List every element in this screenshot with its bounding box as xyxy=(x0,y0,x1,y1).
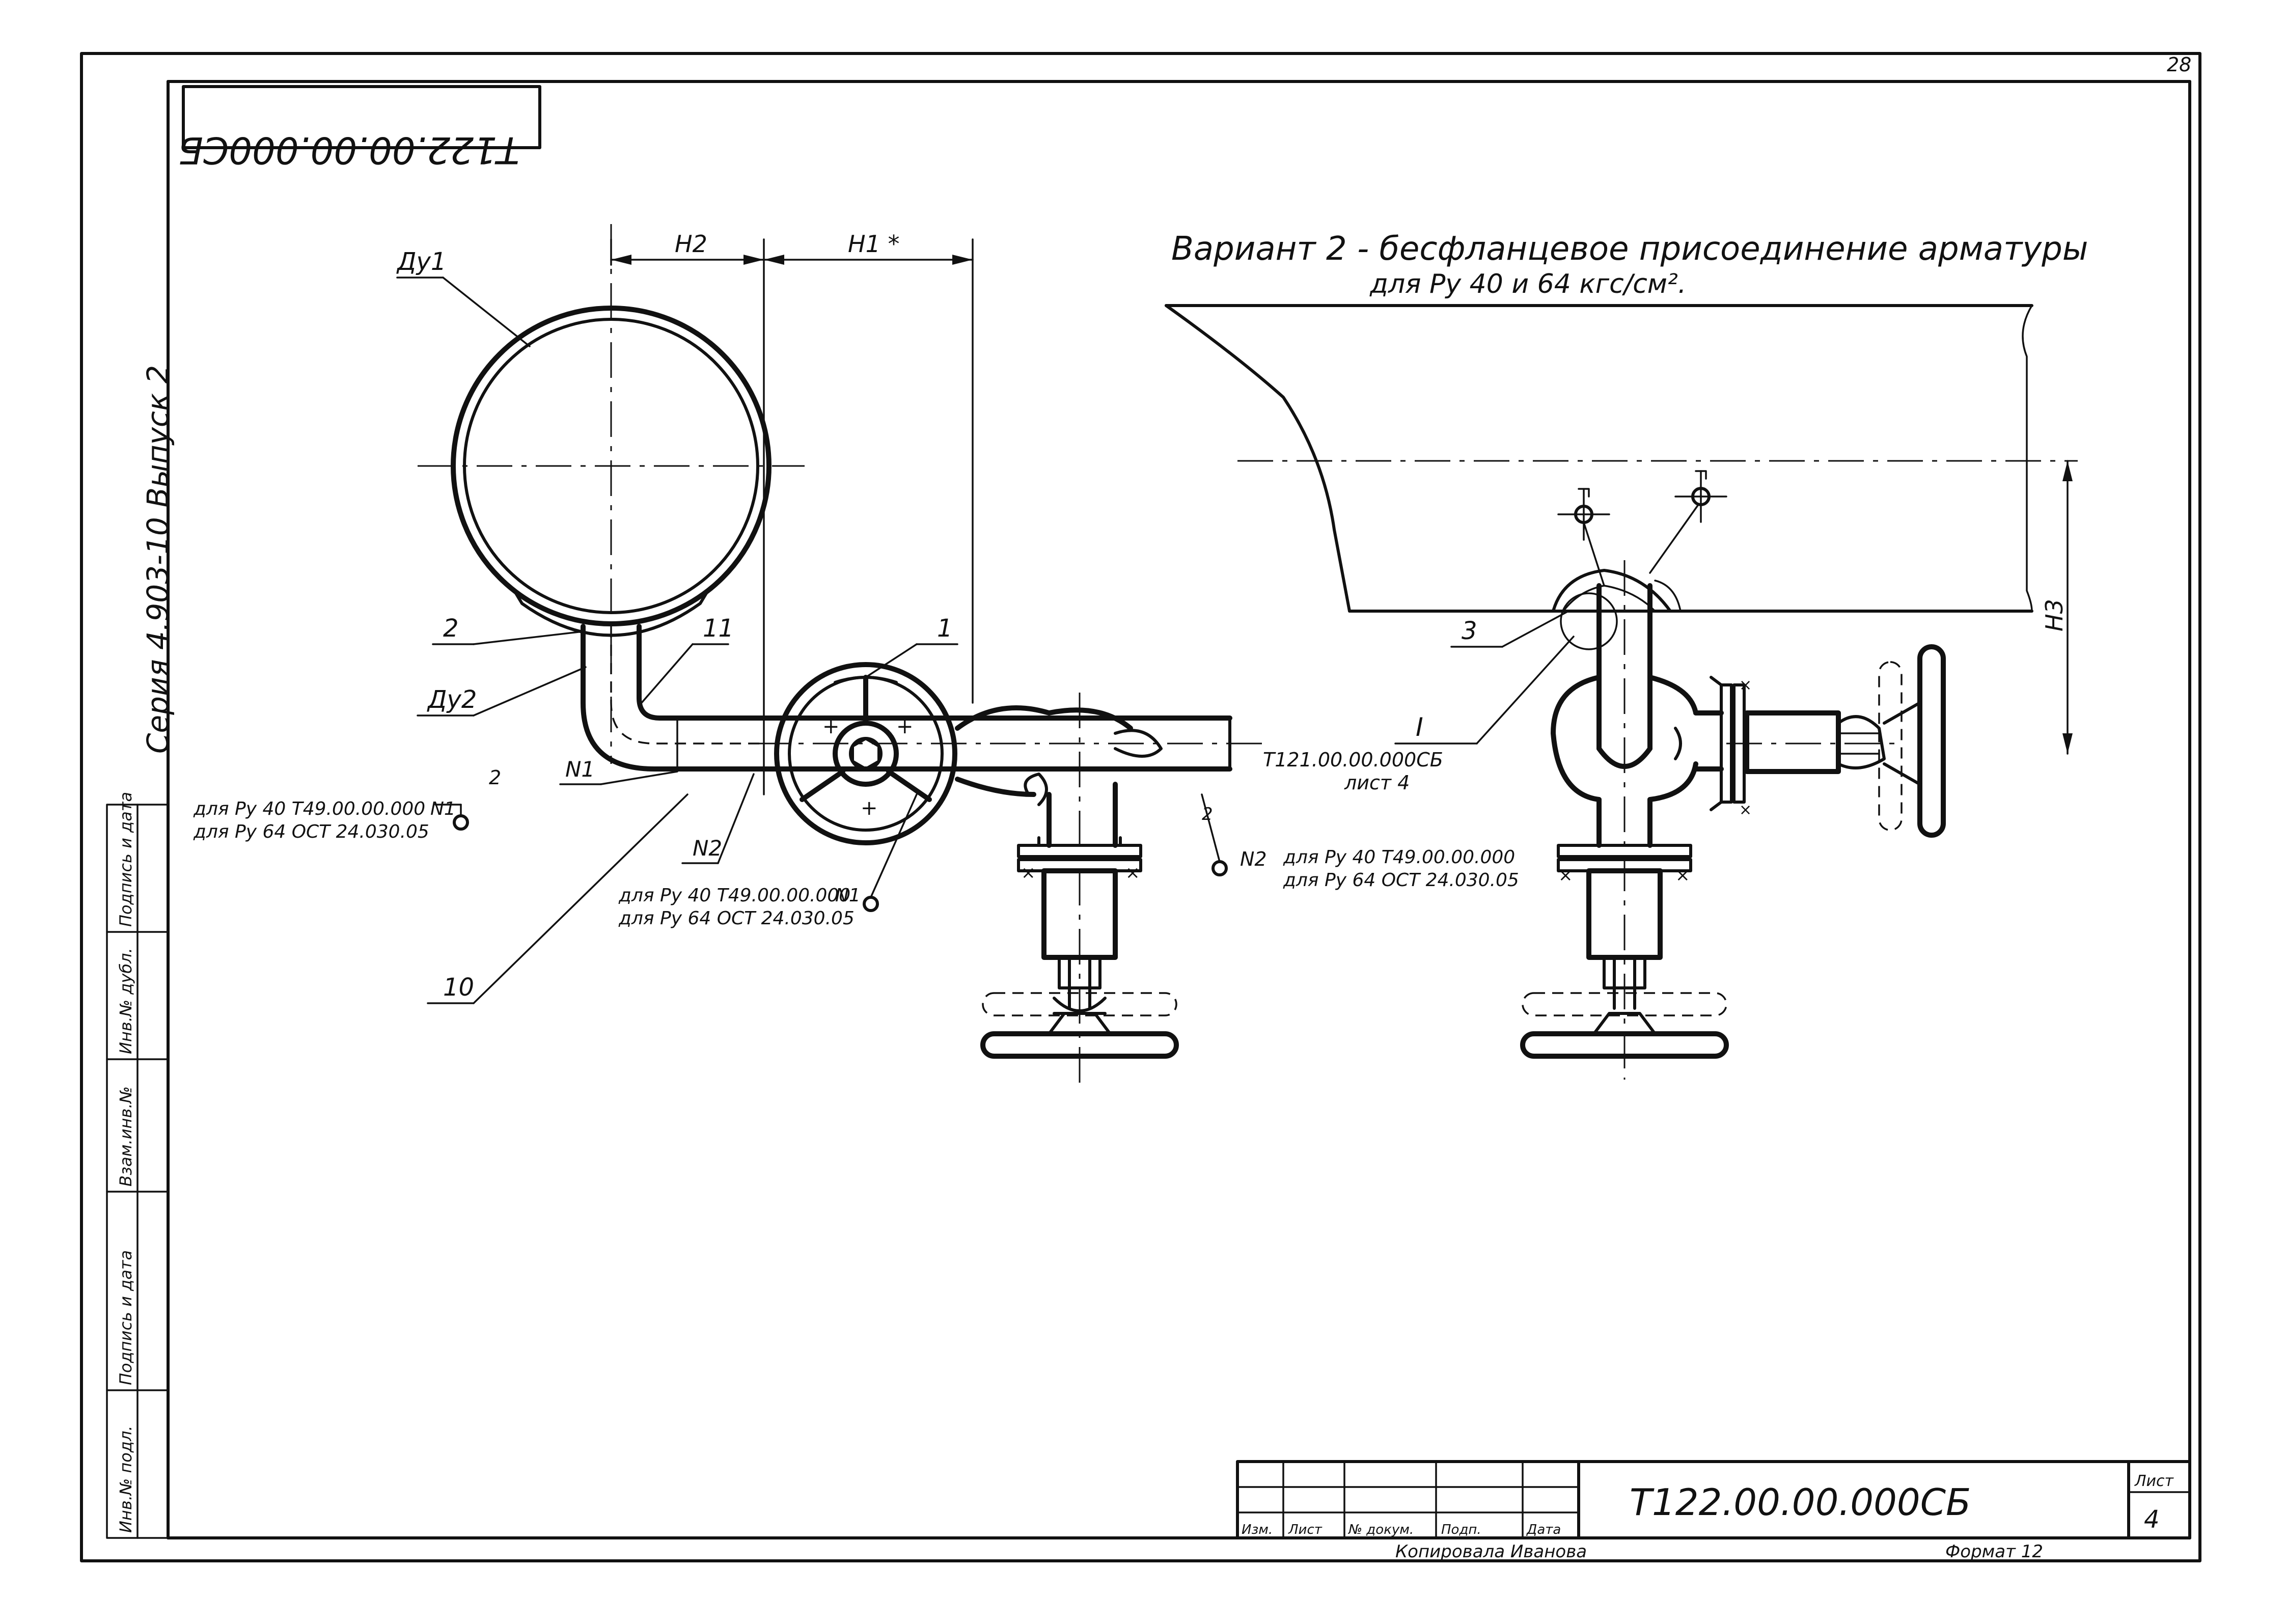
label-pos2: 2 xyxy=(443,614,459,643)
stamp-podpis-1: Подпись и дата xyxy=(116,1250,135,1385)
series-text: Серия 4.903-10 Выпуск 2 xyxy=(141,365,175,754)
ref-sheet: лист 4 xyxy=(1344,772,1410,794)
note2-line1: для Ру 40 Т49.00.00.000 xyxy=(618,885,850,906)
note1-n1: N1 xyxy=(430,799,456,819)
stamp-podpis-2: Подпись и дата xyxy=(116,792,135,927)
rotated-code: Т122.00.00.000СБ xyxy=(178,129,519,172)
tb-col-izm: Изм. xyxy=(1242,1522,1273,1537)
svg-text:N1: N1 xyxy=(835,885,861,906)
note1-line2: для Ру 64 ОСТ 24.030.05 xyxy=(193,821,429,842)
label-pos10: 10 xyxy=(443,973,474,1002)
svg-text:×: × xyxy=(1558,865,1573,886)
stamp-vzam-inv: Взам.инв.№ xyxy=(116,1086,135,1187)
tb-col-list: Лист xyxy=(1288,1522,1323,1537)
page-number: 28 xyxy=(2167,53,2191,76)
tb-col-data: Дата xyxy=(1526,1522,1561,1537)
lower-flange-1 xyxy=(1017,844,1142,858)
label-pos11: 11 xyxy=(703,614,734,643)
variant-title: Вариант 2 - бесфланцевое присоединение а… xyxy=(1171,230,2088,268)
label-n2-right: N2 xyxy=(1240,848,1267,870)
elbow-outer xyxy=(581,624,766,772)
label-du1: Ду1 xyxy=(396,247,446,276)
label-small2-left: 2 xyxy=(489,766,501,789)
handwheel-dashed xyxy=(982,992,1177,1016)
right-lower-flange-1 xyxy=(1557,844,1692,858)
note3-line1: для Ру 40 Т49.00.00.000 xyxy=(1283,847,1515,868)
note1-line1: для Ру 40 Т49.00.00.000 xyxy=(193,799,425,819)
stamp-inv-podl: Инв.№ подл. xyxy=(116,1425,135,1533)
lower-handwheel xyxy=(980,1031,1179,1059)
handwheel-hub xyxy=(833,721,899,787)
svg-text:×: × xyxy=(1021,863,1036,883)
label-du2: Ду2 xyxy=(427,685,477,714)
svg-text:+: + xyxy=(822,715,840,738)
variant-subtitle: для Ру 40 и 64 кгс/см². xyxy=(1369,269,1686,299)
svg-text:+: + xyxy=(861,796,878,820)
ref-code: Т121.00.00.000СБ xyxy=(1263,749,1443,771)
outer-frame xyxy=(80,52,2201,1562)
stamp-inv-dubl: Инв.№ дубл. xyxy=(116,948,135,1054)
label-n1-left: N1 xyxy=(565,757,595,782)
label-pos1: 1 xyxy=(937,614,953,643)
vessel-wall-left xyxy=(1165,304,1351,613)
side-handwheel-dashed xyxy=(1878,661,1903,831)
title-block: Изм. Лист № докум. Подп. Дата Т122.00.00… xyxy=(1236,1460,2191,1562)
rotated-code-box xyxy=(182,85,541,149)
note3-line2: для Ру 64 ОСТ 24.030.05 xyxy=(1283,870,1519,891)
tee-body-top xyxy=(955,705,1133,731)
tb-code: Т122.00.00.000СБ xyxy=(1630,1481,1971,1524)
section-mark: I xyxy=(1416,712,1423,742)
label-small2-right: 2 xyxy=(1202,804,1213,824)
dim-h3: Н3 xyxy=(2041,599,2068,631)
svg-text:×: × xyxy=(1125,863,1140,883)
tee-body-bottom xyxy=(955,777,1036,797)
elbow-inner xyxy=(637,624,766,721)
dim-h1: Н1 * xyxy=(848,230,899,258)
svg-text:×: × xyxy=(1739,801,1752,819)
note2-line2: для Ру 64 ОСТ 24.030.05 xyxy=(618,908,855,929)
elbow-axis xyxy=(610,626,764,745)
tb-copied: Копировала Иванова xyxy=(1395,1542,1587,1562)
tb-sheet-num: 4 xyxy=(2144,1505,2160,1534)
saddle-pad xyxy=(513,589,709,637)
handwheel-nut xyxy=(851,737,880,770)
left-view: + + + × × Н2 Н1 * xyxy=(193,224,1519,1090)
side-stamp: Инв.№ подл. Подпись и дата Взам.инв.№ Ин… xyxy=(106,792,169,1539)
tb-col-podp: Подп. xyxy=(1441,1522,1481,1537)
tb-format: Формат 12 xyxy=(1945,1542,2043,1562)
tb-col-dokum: № докум. xyxy=(1347,1522,1414,1537)
tb-sheet-label: Лист xyxy=(2134,1472,2174,1490)
svg-text:+: + xyxy=(896,715,914,738)
label-pos3: 3 xyxy=(1462,617,1477,645)
svg-text:×: × xyxy=(1675,865,1690,886)
right-lower-handwheel xyxy=(1520,1031,1729,1059)
side-handwheel xyxy=(1917,644,1946,838)
right-view: Н3 × × × xyxy=(1165,304,2078,1080)
label-n2-left: N2 xyxy=(693,836,722,861)
dim-h2: Н2 xyxy=(675,230,707,258)
svg-text:×: × xyxy=(1739,676,1752,694)
handwheel-outer xyxy=(774,662,957,845)
side-bonnet xyxy=(1744,710,1841,774)
